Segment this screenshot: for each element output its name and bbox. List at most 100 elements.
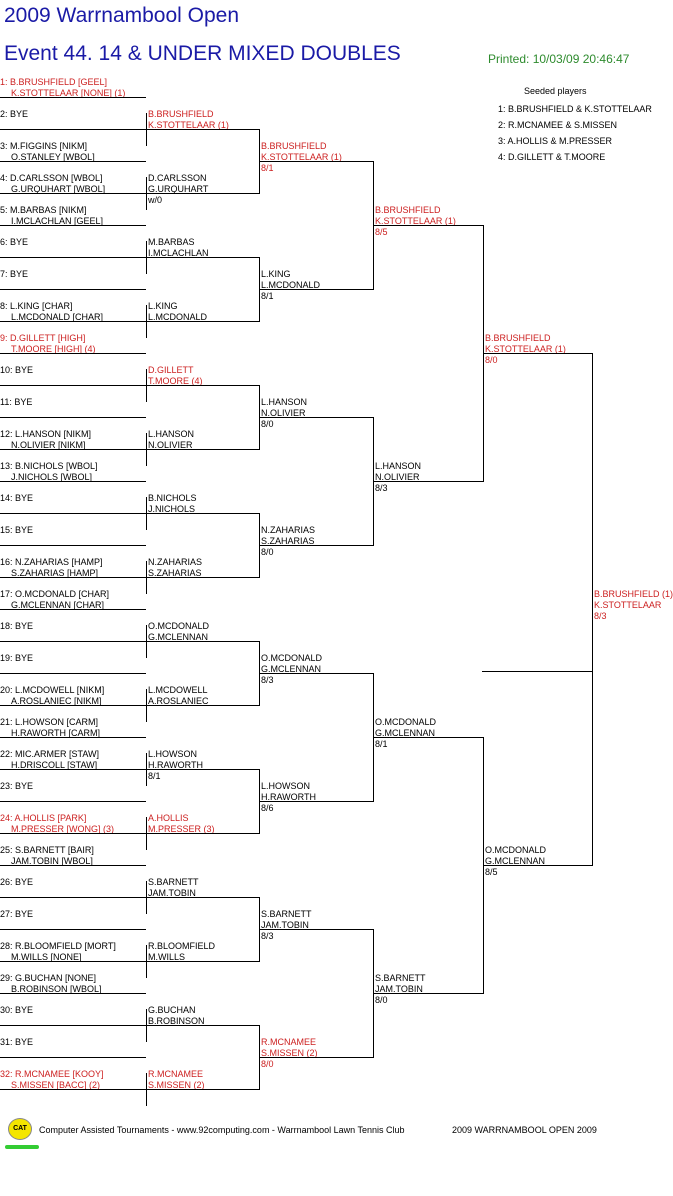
bracket-line xyxy=(373,737,483,738)
bracket-line xyxy=(0,897,146,898)
bracket-line xyxy=(259,545,373,546)
draw-entry-line2: G.URQUHART [WBOL] xyxy=(11,184,106,194)
round-2-score: 8/0 xyxy=(261,419,274,429)
draw-entry-line2: S.MISSEN [BACC] (2) xyxy=(11,1080,101,1090)
draw-entry-line1: 8: L.KING [CHAR] xyxy=(0,301,73,311)
draw-entry-line1: 30: BYE xyxy=(0,1005,34,1015)
bracket-line xyxy=(146,177,147,210)
round-5-winner-line1: B.BRUSHFIELD (1) xyxy=(594,589,673,599)
round-2-score: 8/0 xyxy=(261,547,274,557)
bracket-line xyxy=(0,1089,146,1090)
draw-entry-line1: 28: R.BLOOMFIELD [MORT] xyxy=(0,941,116,951)
bracket-line xyxy=(146,513,259,514)
bracket-line xyxy=(0,513,146,514)
bracket-line xyxy=(373,225,483,226)
bracket-line xyxy=(483,865,592,866)
round-3-winner-line2: K.STOTTELAAR (1) xyxy=(375,216,456,226)
draw-entry-line1: 4: D.CARLSSON [WBOL] xyxy=(0,173,103,183)
bracket-line xyxy=(259,673,373,674)
bracket-line xyxy=(483,737,484,994)
round-1-winner-line1: M.BARBAS xyxy=(148,237,195,247)
draw-entry-line1: 23: BYE xyxy=(0,781,34,791)
bracket-line xyxy=(146,433,147,466)
bracket-line xyxy=(146,193,259,194)
round-3-winner-line2: N.OLIVIER xyxy=(375,472,420,482)
round-3-score: 8/3 xyxy=(375,483,388,493)
draw-entry-line1: 21: L.HOWSON [CARM] xyxy=(0,717,99,727)
bracket-line xyxy=(259,417,373,418)
draw-entry-line2: N.OLIVIER [NIKM] xyxy=(11,440,86,450)
round-1-winner-line1: D.CARLSSON xyxy=(148,173,207,183)
round-2-score: 8/1 xyxy=(261,163,274,173)
bracket-line xyxy=(146,385,259,386)
bracket-line xyxy=(146,1025,259,1026)
draw-entry-line1: 26: BYE xyxy=(0,877,34,887)
bracket-line xyxy=(0,993,146,994)
bracket-line xyxy=(146,625,147,658)
draw-entry-line1: 6: BYE xyxy=(0,237,29,247)
cat-logo: CAT xyxy=(8,1118,32,1140)
footer-credits: Computer Assisted Tournaments - www.92co… xyxy=(39,1125,405,1135)
bracket-line xyxy=(0,417,146,418)
round-1-winner-line2: M.PRESSER (3) xyxy=(148,824,215,834)
round-1-winner-line1: B.NICHOLS xyxy=(148,493,197,503)
bracket-line xyxy=(482,671,592,672)
bracket-line xyxy=(592,353,593,866)
draw-entry-line1: 3: M.FIGGINS [NIKM] xyxy=(0,141,88,151)
bracket-line xyxy=(259,385,260,450)
draw-entry-line1: 7: BYE xyxy=(0,269,29,279)
draw-entry-line1: 31: BYE xyxy=(0,1037,34,1047)
round-1-winner-line2: N.OLIVIER xyxy=(148,440,193,450)
bracket-line xyxy=(0,481,146,482)
draw-entry-line1: 27: BYE xyxy=(0,909,34,919)
logo-underline xyxy=(5,1145,39,1149)
draw-entry-line2: JAM.TOBIN [WBOL] xyxy=(11,856,93,866)
draw-entry-line2: M.PRESSER [WONG] (3) xyxy=(11,824,115,834)
bracket-line xyxy=(146,561,147,594)
bracket-line xyxy=(146,369,147,402)
round-5-score: 8/3 xyxy=(594,611,607,621)
bracket-line xyxy=(146,321,259,322)
bracket-line xyxy=(0,737,146,738)
round-2-winner-line1: L.KING xyxy=(261,269,291,279)
round-3-winner-line1: L.HANSON xyxy=(375,461,422,471)
bracket-line xyxy=(146,705,259,706)
round-2-score: 8/3 xyxy=(261,675,274,685)
draw-entry-line1: 17: O.MCDONALD [CHAR] xyxy=(0,589,110,599)
round-3-winner-line2: JAM.TOBIN xyxy=(375,984,423,994)
round-2-winner-line2: S.ZAHARIAS xyxy=(261,536,315,546)
round-1-winner-line1: D.GILLETT xyxy=(148,365,194,375)
bracket-line xyxy=(259,801,373,802)
bracket-line xyxy=(0,161,146,162)
round-2-score: 8/0 xyxy=(261,1059,274,1069)
round-1-winner-line1: G.BUCHAN xyxy=(148,1005,196,1015)
draw-entry-line2: T.MOORE [HIGH] (4) xyxy=(11,344,96,354)
bracket-line xyxy=(0,609,146,610)
bracket-line xyxy=(483,353,592,354)
bracket-line xyxy=(259,769,260,834)
bracket-line xyxy=(146,1073,147,1106)
seeded-player: 3: A.HOLLIS & M.PRESSER xyxy=(498,136,613,146)
draw-entry-line1: 29: G.BUCHAN [NONE] xyxy=(0,973,97,983)
draw-entry-line1: 16: N.ZAHARIAS [HAMP] xyxy=(0,557,103,567)
draw-entry-line1: 20: L.MCDOWELL [NIKM] xyxy=(0,685,105,695)
round-1-score: 8/1 xyxy=(148,771,161,781)
bracket-line xyxy=(146,833,259,834)
bracket-line xyxy=(146,881,147,914)
bracket-line xyxy=(146,1089,259,1090)
bracket-line xyxy=(0,961,146,962)
bracket-line xyxy=(0,929,146,930)
bracket-line xyxy=(0,385,146,386)
round-1-winner-line1: R.BLOOMFIELD xyxy=(148,941,216,951)
draw-entry-line1: 19: BYE xyxy=(0,653,34,663)
round-3-winner-line1: B.BRUSHFIELD xyxy=(375,205,441,215)
round-3-score: 8/5 xyxy=(375,227,388,237)
round-2-winner-line2: N.OLIVIER xyxy=(261,408,306,418)
round-1-winner-line2: G.URQUHART xyxy=(148,184,209,194)
seeded-player: 4: D.GILLETT & T.MOORE xyxy=(498,152,606,162)
footer-event: 2009 WARRNAMBOOL OPEN 2009 xyxy=(452,1125,597,1135)
round-1-winner-line2: T.MOORE (4) xyxy=(148,376,203,386)
round-1-winner-line2: K.STOTTELAAR (1) xyxy=(148,120,229,130)
bracket-line xyxy=(0,225,146,226)
draw-entry-line2: O.STANLEY [WBOL] xyxy=(11,152,95,162)
